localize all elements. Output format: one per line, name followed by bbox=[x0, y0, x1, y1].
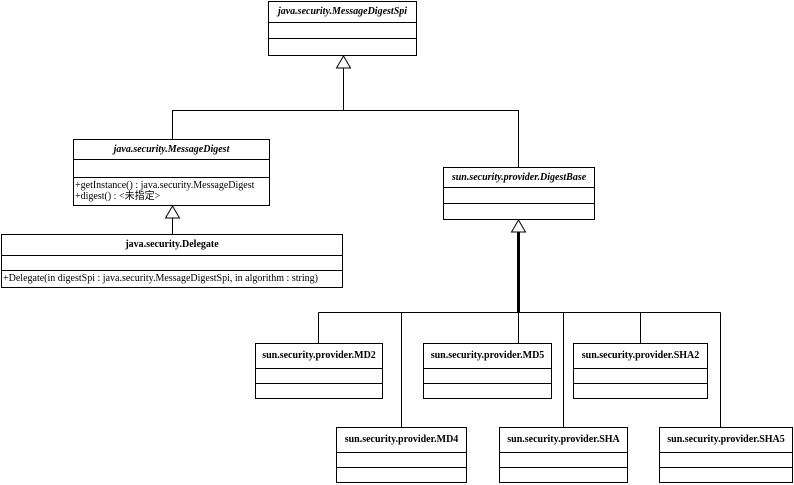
operations-section bbox=[444, 204, 594, 220]
class-name: java.security.MessageDigest bbox=[74, 140, 269, 160]
operations-section bbox=[256, 384, 382, 399]
class-name: java.security.Delegate bbox=[2, 235, 342, 256]
attributes-section bbox=[337, 453, 466, 468]
class-md2[interactable]: sun.security.provider.MD2 bbox=[255, 343, 383, 399]
operation-delegate-constructor: +Delegate(in digestSpi : java.security.M… bbox=[3, 273, 318, 284]
operations-section bbox=[500, 468, 627, 483]
attributes-section bbox=[444, 188, 594, 204]
class-message-digest-spi[interactable]: java.security.MessageDigestSpi bbox=[268, 1, 417, 56]
operations-section bbox=[424, 384, 551, 399]
class-name: sun.security.provider.MD4 bbox=[337, 428, 466, 453]
operation-get-instance: +getInstance() : java.security.MessageDi… bbox=[75, 180, 255, 191]
operations-section bbox=[574, 384, 707, 399]
operations-section bbox=[337, 468, 466, 483]
class-name: sun.security.provider.SHA2 bbox=[574, 344, 707, 369]
class-digest-base[interactable]: sun.security.provider.DigestBase bbox=[443, 167, 595, 220]
class-name: sun.security.provider.MD5 bbox=[424, 344, 551, 369]
md-generalization-arrow bbox=[164, 205, 181, 219]
spi-generalization-arrow bbox=[335, 55, 352, 69]
class-name: sun.security.provider.DigestBase bbox=[444, 168, 594, 188]
attributes-section bbox=[660, 453, 792, 468]
operations-section bbox=[660, 468, 792, 483]
digestbase-generalization-arrow bbox=[510, 219, 527, 233]
class-name: java.security.MessageDigestSpi bbox=[269, 2, 416, 23]
operation-digest: +digest() : <未指定> bbox=[75, 191, 161, 202]
class-md5[interactable]: sun.security.provider.MD5 bbox=[423, 343, 552, 399]
class-sha2[interactable]: sun.security.provider.SHA2 bbox=[573, 343, 708, 399]
operations-section: +getInstance() : java.security.MessageDi… bbox=[74, 178, 269, 206]
class-name: sun.security.provider.SHA bbox=[500, 428, 627, 453]
class-message-digest[interactable]: java.security.MessageDigest +getInstance… bbox=[73, 139, 270, 206]
class-name: sun.security.provider.SHA5 bbox=[660, 428, 792, 453]
attributes-section bbox=[269, 23, 416, 39]
connector-spi-branch bbox=[172, 110, 519, 167]
class-md4[interactable]: sun.security.provider.MD4 bbox=[336, 427, 467, 483]
class-sha5[interactable]: sun.security.provider.SHA5 bbox=[659, 427, 793, 483]
class-name: sun.security.provider.MD2 bbox=[256, 344, 382, 369]
class-sha[interactable]: sun.security.provider.SHA bbox=[499, 427, 628, 483]
attributes-section bbox=[574, 369, 707, 384]
attributes-section bbox=[500, 453, 627, 468]
operations-section bbox=[269, 39, 416, 56]
attributes-section bbox=[74, 160, 269, 178]
attributes-section bbox=[2, 256, 342, 271]
class-delegate[interactable]: java.security.Delegate +Delegate(in dige… bbox=[1, 234, 343, 288]
operations-section: +Delegate(in digestSpi : java.security.M… bbox=[2, 271, 342, 288]
attributes-section bbox=[424, 369, 551, 384]
attributes-section bbox=[256, 369, 382, 384]
